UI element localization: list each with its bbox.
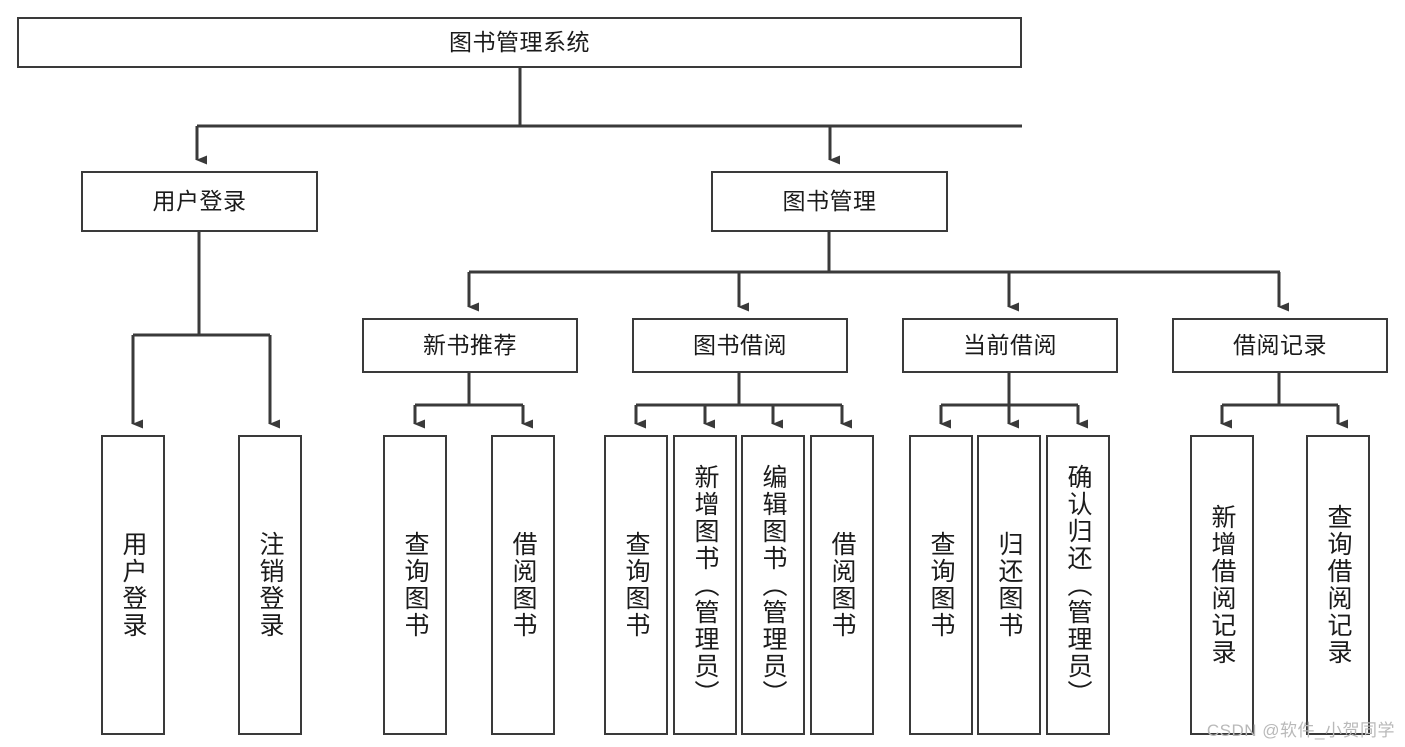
node-label: 当前借阅	[963, 332, 1057, 359]
node-label: 图书管理	[782, 188, 877, 215]
node-leaf-query-book-1[interactable]: 查询图书	[383, 435, 447, 735]
node-label: 查询图书	[622, 531, 650, 639]
node-leaf-add-record[interactable]: 新增借阅记录	[1190, 435, 1254, 735]
node-label: 新书推荐	[423, 332, 517, 359]
node-book-management[interactable]: 图书管理	[711, 171, 948, 232]
node-label: 图书管理系统	[449, 29, 590, 56]
node-leaf-add-book[interactable]: 新增图书（管理员）	[673, 435, 737, 735]
node-current-borrow[interactable]: 当前借阅	[902, 318, 1118, 373]
node-label: 借阅图书	[828, 531, 856, 639]
node-leaf-query-record[interactable]: 查询借阅记录	[1306, 435, 1370, 735]
node-label: 编辑图书（管理员）	[759, 463, 787, 707]
node-label: 查询借阅记录	[1324, 504, 1352, 666]
node-label: 归还图书	[995, 531, 1023, 639]
node-label: 新增借阅记录	[1208, 504, 1236, 666]
watermark-text: CSDN @软件_小贺同学	[1206, 721, 1395, 740]
node-leaf-return-book[interactable]: 归还图书	[977, 435, 1041, 735]
node-label: 新增图书（管理员）	[691, 463, 719, 707]
node-borrow-record[interactable]: 借阅记录	[1172, 318, 1388, 373]
node-leaf-user-login[interactable]: 用户登录	[101, 435, 165, 735]
node-user-login[interactable]: 用户登录	[81, 171, 318, 232]
node-label: 借阅记录	[1233, 332, 1327, 359]
node-label: 图书借阅	[693, 332, 787, 359]
node-label: 注销登录	[256, 531, 284, 639]
node-leaf-user-logout[interactable]: 注销登录	[238, 435, 302, 735]
node-label: 用户登录	[152, 188, 247, 215]
node-leaf-query-book-2[interactable]: 查询图书	[604, 435, 668, 735]
node-label: 确认归还（管理员）	[1064, 463, 1092, 707]
node-leaf-query-book-3[interactable]: 查询图书	[909, 435, 973, 735]
node-label: 查询图书	[927, 531, 955, 639]
node-leaf-confirm-return[interactable]: 确认归还（管理员）	[1046, 435, 1110, 735]
node-leaf-borrow-book-1[interactable]: 借阅图书	[491, 435, 555, 735]
node-label: 查询图书	[401, 531, 429, 639]
node-new-book-recommend[interactable]: 新书推荐	[362, 318, 578, 373]
node-leaf-edit-book[interactable]: 编辑图书（管理员）	[741, 435, 805, 735]
node-leaf-borrow-book-2[interactable]: 借阅图书	[810, 435, 874, 735]
node-label: 借阅图书	[509, 531, 537, 639]
node-book-borrow[interactable]: 图书借阅	[632, 318, 848, 373]
node-book-management-system[interactable]: 图书管理系统	[17, 17, 1022, 68]
node-label: 用户登录	[119, 531, 147, 639]
